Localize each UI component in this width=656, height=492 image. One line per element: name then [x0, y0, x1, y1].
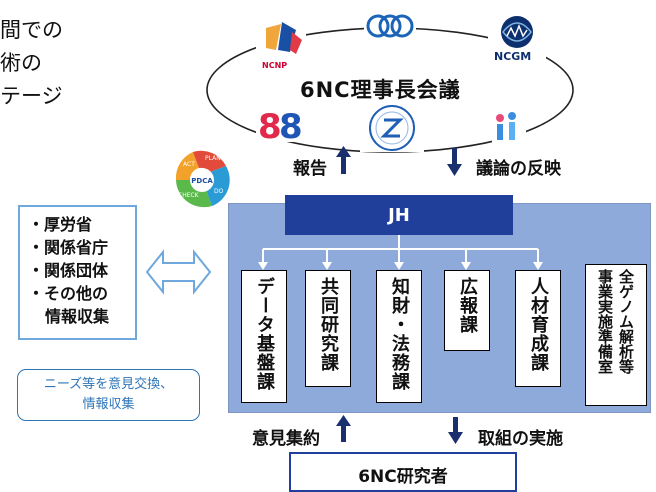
info-sources-box: ・厚労省 ・関係省庁 ・関係団体 ・その他の 情報収集: [18, 205, 137, 340]
dept-joint-research: 共同研究課: [305, 270, 351, 387]
ncgg-logo: [360, 104, 424, 152]
dept-public-relations: 広報課: [444, 270, 490, 351]
pdca-cycle: PDCA ACT PLAN DO CHECK: [175, 150, 230, 208]
ncgm-logo: NCGM: [488, 12, 546, 64]
opinion-label: 意見集約: [252, 429, 320, 449]
genome-office-line-2: 事業実施準備室: [596, 269, 614, 374]
genome-office-label: 全ゲノム解析等事業実施準備室: [595, 269, 637, 374]
opinion-arrow: [336, 415, 351, 442]
intro-line-3: テージ: [0, 84, 63, 108]
implementation-arrow: [448, 417, 463, 444]
feedback-arrow: [447, 148, 462, 176]
genome-office-line-1: 全ゲノム解析等: [617, 269, 635, 374]
info-source-collection: 情報収集: [45, 307, 110, 326]
dept-ip-legal-label: 知財・法務課: [389, 277, 410, 391]
svg-text:8: 8: [258, 107, 282, 147]
exchange-note: ニーズ等を意見交換、 情報収集: [17, 369, 200, 421]
ncchd-logo: [492, 110, 526, 144]
exchange-arrow: [145, 249, 212, 295]
intro-text: 間での 術の テージ: [0, 14, 63, 113]
info-source-organizations: ・関係団体: [28, 261, 109, 280]
intro-line-2: 術の: [0, 51, 42, 75]
pdca-act-label: ACT: [183, 161, 195, 168]
ncnp-logo: NCNP: [256, 14, 306, 72]
researchers-box: 6NC研究者: [289, 452, 517, 492]
ncvc-logo: 8 8: [256, 104, 310, 147]
dept-human-resources-label: 人材育成課: [528, 277, 549, 372]
dept-ip-legal: 知財・法務課: [376, 270, 422, 403]
report-arrow: [336, 146, 351, 174]
ncc-logo: [364, 12, 416, 42]
jh-box: JH: [285, 195, 513, 235]
pdca-center-label: PDCA: [191, 177, 213, 185]
researchers-label: 6NC研究者: [358, 467, 448, 487]
jh-organization-panel: [228, 203, 651, 413]
council-title: 6NC理事長会議: [300, 78, 461, 102]
pdca-do-label: DO: [214, 188, 224, 195]
genome-office: 全ゲノム解析等事業実施準備室: [585, 264, 647, 406]
info-source-ministries: ・関係省庁: [28, 238, 109, 257]
jh-label: JH: [388, 204, 410, 226]
info-source-other: ・その他の: [28, 284, 109, 303]
info-source-mhlw: ・厚労省: [28, 215, 93, 234]
exchange-note-line-1: ニーズ等を意見交換、: [43, 377, 174, 392]
dept-human-resources: 人材育成課: [515, 270, 561, 387]
dept-data-infrastructure-label: データ基盤課: [254, 277, 275, 391]
pdca-check-label: CHECK: [178, 192, 200, 199]
pdca-plan-label: PLAN: [205, 155, 221, 162]
dept-public-relations-label: 広報課: [457, 277, 478, 334]
intro-line-1: 間での: [0, 18, 63, 42]
ncgm-label: NCGM: [494, 50, 531, 63]
dept-data-infrastructure: データ基盤課: [241, 270, 287, 403]
feedback-label: 議論の反映: [476, 159, 561, 179]
ncnp-label: NCNP: [262, 61, 287, 70]
exchange-note-line-2: 情報収集: [82, 397, 135, 412]
svg-text:8: 8: [279, 107, 303, 147]
report-label: 報告: [293, 159, 327, 179]
implementation-label: 取組の実施: [478, 429, 563, 449]
dept-joint-research-label: 共同研究課: [318, 277, 339, 372]
